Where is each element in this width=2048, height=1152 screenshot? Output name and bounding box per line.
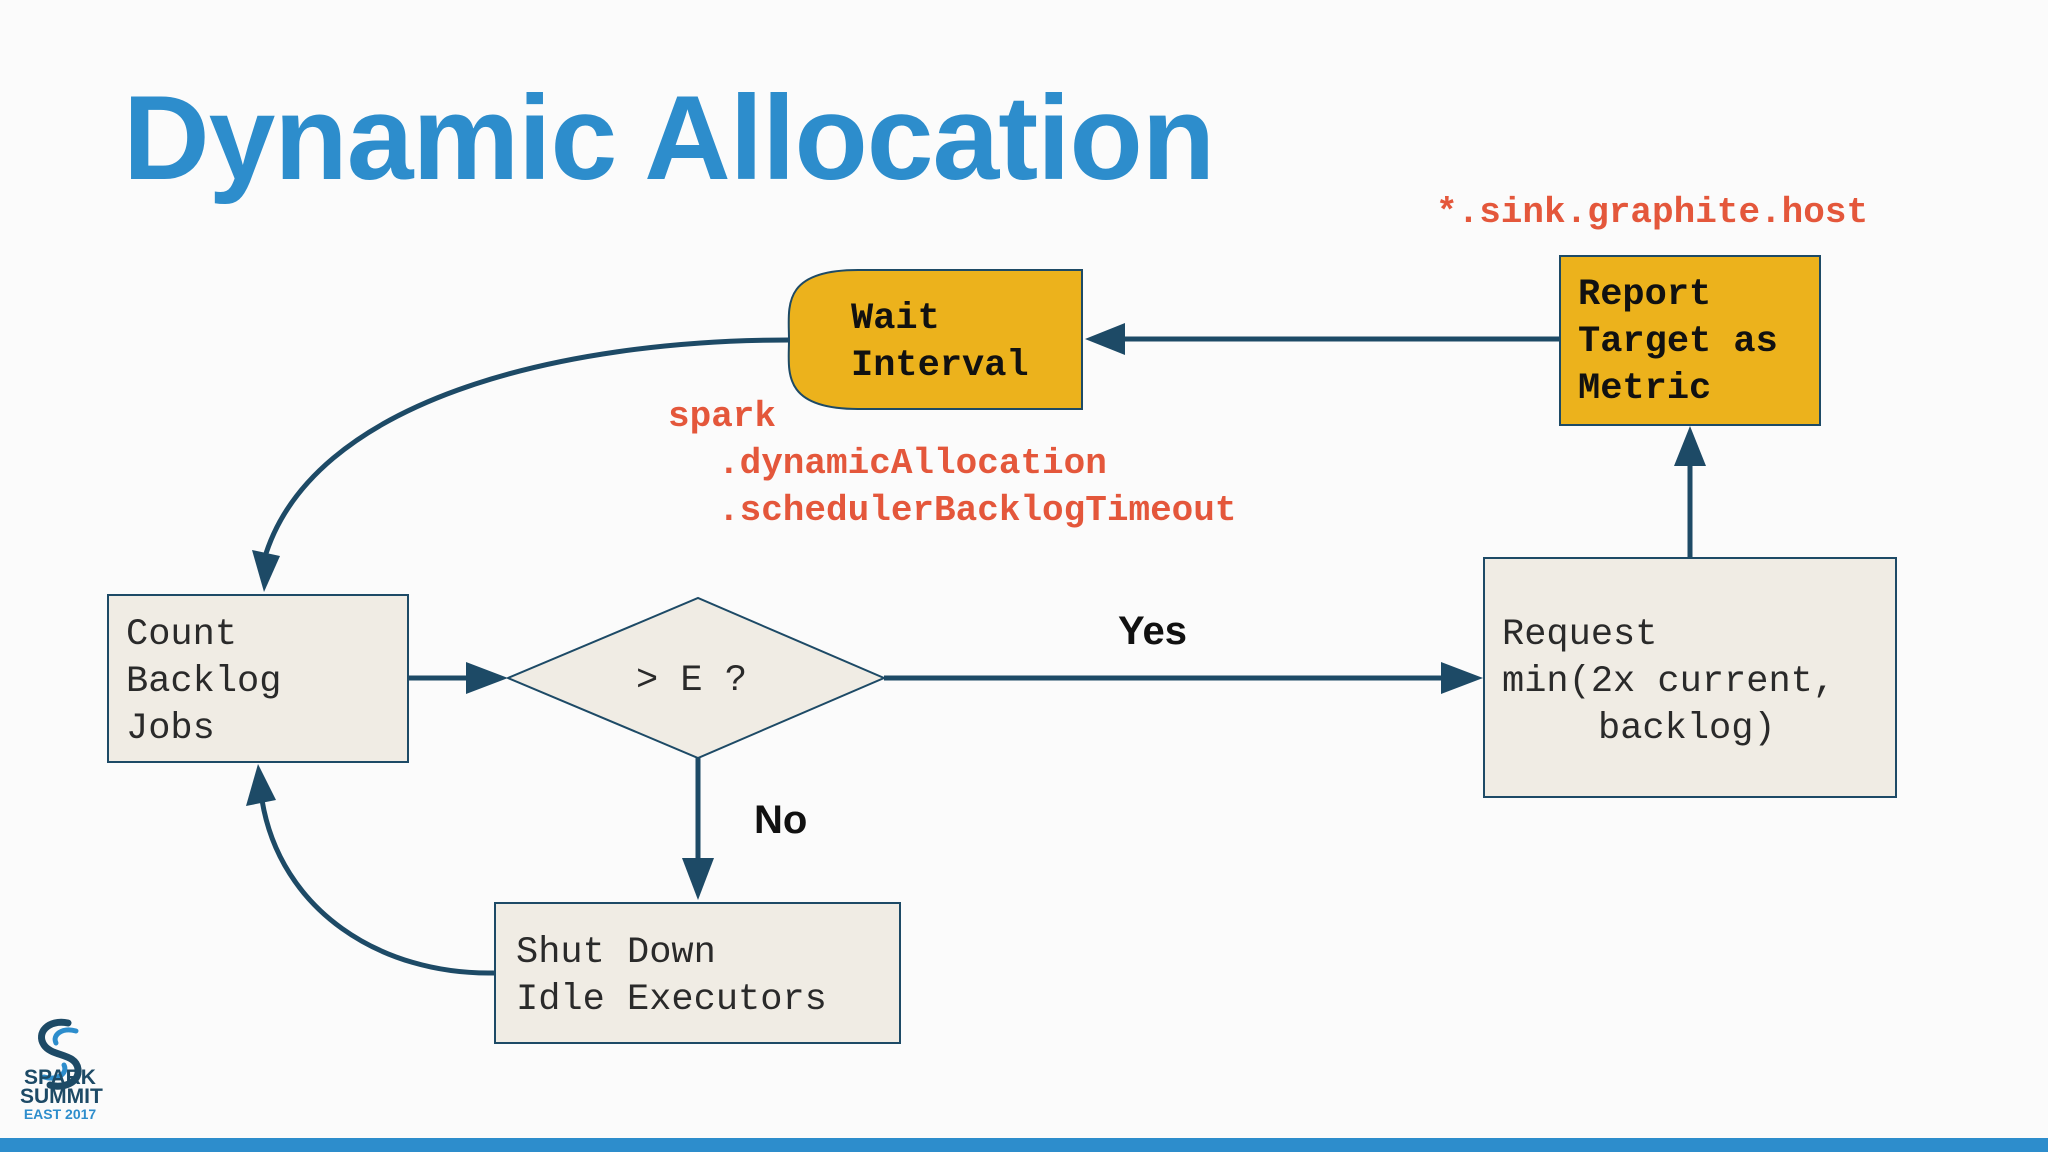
report-metric-box [1559, 255, 1821, 426]
backlog-timeout-line-1: spark [668, 396, 777, 437]
arrowhead [1674, 426, 1706, 466]
arrow-wait-to-count [261, 337, 790, 561]
spark-summit-logo-text: SPARK SUMMIT EAST 2017 [20, 1066, 103, 1122]
logo-line-1: SPARK [24, 1066, 96, 1089]
backlog-timeout-line-3: .schedulerBacklogTimeout [718, 490, 1237, 531]
wait-interval-shape [787, 269, 1083, 410]
shutdown-line-2: Idle Executors [516, 979, 827, 1021]
slide-title: Dynamic Allocation [123, 71, 1215, 205]
arrowhead [246, 764, 276, 806]
count-backlog-box [107, 594, 409, 763]
shutdown-box [494, 902, 901, 1044]
backlog-timeout-line-2: .dynamicAllocation [718, 443, 1107, 484]
arrowhead [1441, 662, 1483, 694]
no-label: No [754, 798, 808, 842]
count-backlog-line-1: Count [126, 614, 238, 656]
logo-line-2: SUMMIT [20, 1085, 103, 1108]
shutdown-line-1: Shut Down [516, 932, 716, 974]
arrowhead [252, 550, 280, 592]
wait-line-2: Interval [851, 345, 1029, 387]
request-line-2: min(2x current, [1502, 661, 1836, 703]
report-line-3: Metric [1578, 368, 1712, 410]
count-backlog-line-2: Backlog [126, 661, 282, 703]
request-line-1: Request [1502, 614, 1658, 656]
report-line-2: Target as [1578, 321, 1778, 363]
count-backlog-line-3: Jobs [126, 708, 215, 750]
arrowhead [1085, 323, 1125, 355]
spark-swirl-icon [38, 1018, 82, 1090]
logo-line-3: EAST 2017 [23, 1106, 97, 1122]
bottom-accent-bar [0, 1138, 2048, 1152]
request-line-3: backlog) [1598, 708, 1776, 750]
yes-label: Yes [1118, 609, 1187, 653]
arrowhead [466, 662, 508, 694]
decision-diamond [505, 596, 887, 760]
request-box [1483, 557, 1897, 798]
arrowhead [682, 858, 714, 900]
decision-label: > E ? [636, 660, 748, 702]
wait-line-1: Wait [851, 298, 940, 340]
graphite-config: *.sink.graphite.host [1436, 192, 1869, 233]
arrow-shutdown-to-count [259, 799, 495, 976]
report-line-1: Report [1578, 274, 1712, 316]
